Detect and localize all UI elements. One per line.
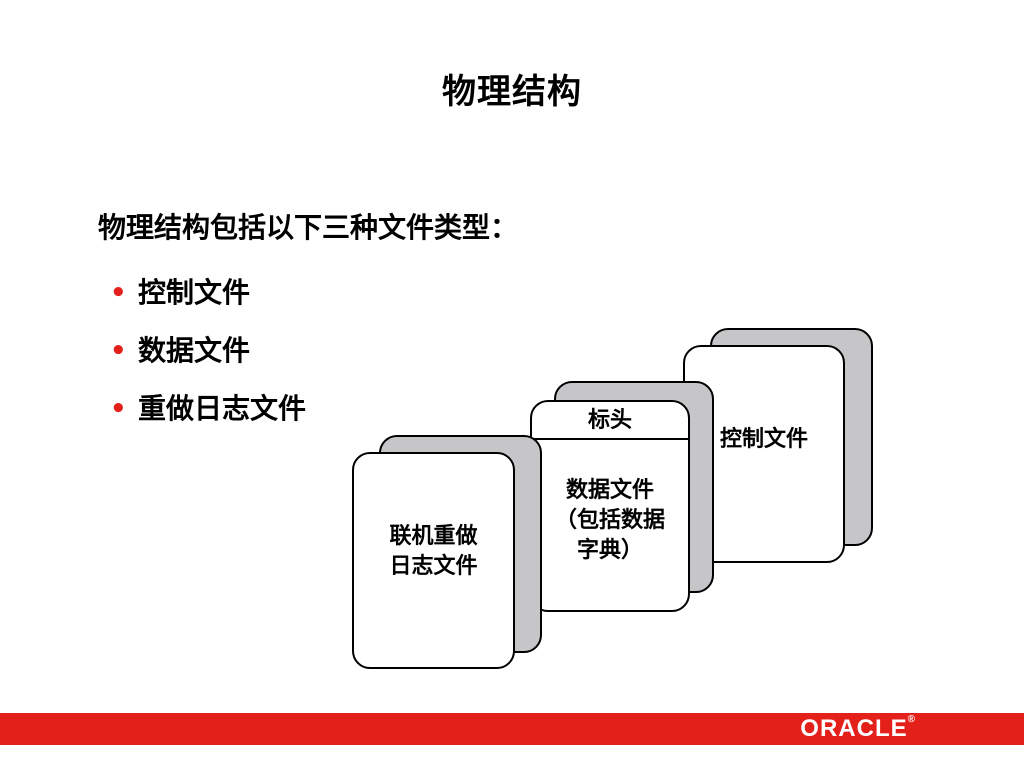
redo-file-label-line: 联机重做	[389, 524, 478, 549]
list-item: • 控制文件	[110, 264, 306, 322]
file-header: 标头	[532, 402, 688, 440]
slide-title: 物理结构	[442, 72, 582, 112]
data-file-label-line: （包括数据	[554, 508, 665, 533]
redo-log-file-icon: 联机重做 日志文件	[352, 435, 542, 669]
redo-file-label-line: 日志文件	[389, 554, 478, 579]
brand-text: ORACLE	[800, 715, 908, 742]
control-file-label: 控制文件	[719, 427, 808, 452]
data-file-label-line: 字典）	[576, 538, 643, 563]
list-item-label: 数据文件	[138, 334, 251, 367]
list-item-label: 重做日志文件	[138, 392, 307, 425]
redo-log-file-label: 联机重做 日志文件	[354, 522, 513, 582]
file-page: 标头 数据文件 （包括数据 字典）	[530, 400, 690, 612]
file-type-list: • 控制文件 • 数据文件 • 重做日志文件	[110, 264, 306, 438]
data-file-icon: 标头 数据文件 （包括数据 字典）	[530, 381, 714, 613]
footer-bar: ORACLE®	[0, 713, 1024, 745]
data-file-label-line: 数据文件	[565, 478, 654, 503]
intro-text: 物理结构包括以下三种文件类型：	[98, 211, 519, 244]
bullet-icon: •	[110, 336, 127, 366]
list-item: • 数据文件	[110, 322, 306, 380]
bullet-icon: •	[110, 394, 127, 424]
data-file-label: 数据文件 （包括数据 字典）	[532, 476, 688, 566]
list-item: • 重做日志文件	[110, 380, 306, 438]
file-page: 联机重做 日志文件	[352, 452, 515, 669]
bullet-icon: •	[110, 278, 127, 308]
list-item-label: 控制文件	[138, 276, 251, 309]
oracle-logo: ORACLE®	[800, 713, 916, 745]
brand-mark: ®	[907, 714, 916, 725]
